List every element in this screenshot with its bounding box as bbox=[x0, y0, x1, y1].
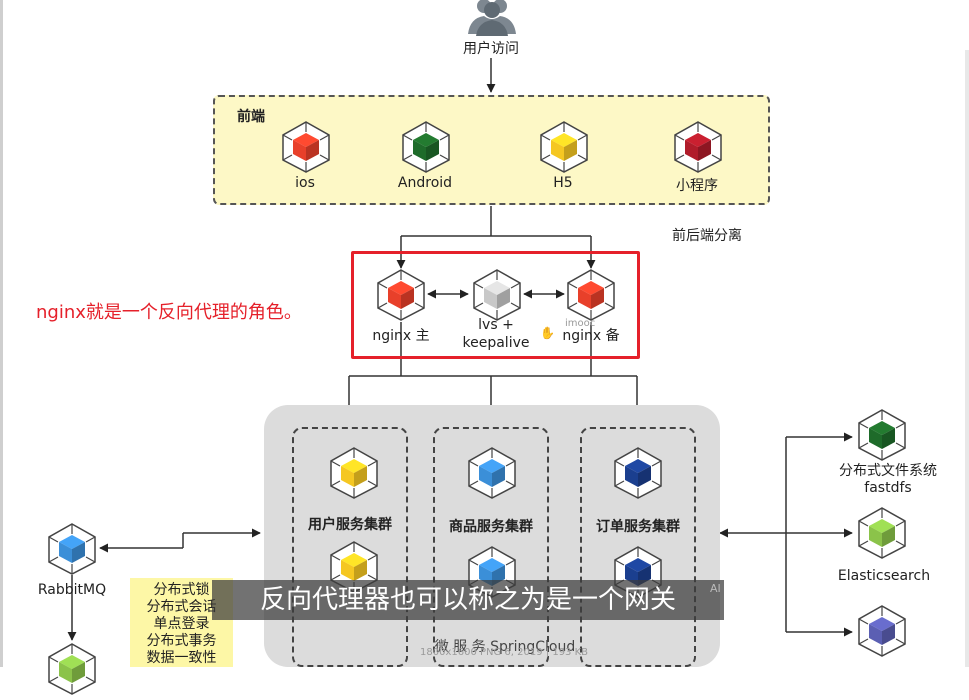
user-service-cube-2-icon bbox=[328, 540, 380, 598]
miniprogram-label: 小程序 bbox=[676, 178, 718, 194]
order-service-cube-icon bbox=[612, 446, 664, 504]
nginx-main-label: nginx 主 bbox=[372, 328, 430, 344]
nginx-backup-cube-icon bbox=[565, 268, 617, 326]
note-line: 单点登录 bbox=[153, 616, 210, 632]
microservice-label: 微 服 务 SpringCloud bbox=[434, 639, 576, 655]
user-access-label: 用户访问 bbox=[463, 41, 519, 57]
product-service-cube-icon bbox=[466, 446, 518, 504]
lvs-cube-icon bbox=[471, 268, 523, 326]
lvs-label: lvs + keepalive bbox=[462, 317, 530, 351]
fastdfs-cube-icon bbox=[856, 408, 908, 466]
ai-watermark: AI bbox=[710, 582, 721, 595]
nginx-main-cube-icon bbox=[375, 268, 427, 326]
video-subtitle: 反向代理器也可以称之为是一个网关 bbox=[212, 580, 724, 620]
ios-cube-icon bbox=[280, 120, 332, 178]
android-cube-icon bbox=[400, 120, 452, 178]
order-service-cluster bbox=[580, 427, 696, 667]
note-line: 数据一致性 bbox=[146, 650, 217, 666]
left-bottom-cube-icon bbox=[46, 642, 98, 700]
product-service-cluster bbox=[433, 427, 549, 667]
product-service-label: 商品服务集群 bbox=[449, 519, 533, 535]
note-line: 分布式锁 bbox=[153, 582, 210, 598]
separation-label: 前后端分离 bbox=[672, 228, 742, 244]
h5-cube-icon bbox=[538, 120, 590, 178]
elasticsearch-label: Elasticsearch bbox=[837, 568, 931, 584]
note-line: 分布式事务 bbox=[146, 633, 217, 649]
right-bottom-cube-icon bbox=[856, 604, 908, 662]
nginx-highlight-box bbox=[351, 251, 640, 359]
user-service-cube-icon bbox=[328, 446, 380, 504]
frontend-title: 前端 bbox=[237, 109, 265, 125]
user-service-cluster bbox=[292, 427, 408, 667]
scrollbar-track[interactable] bbox=[965, 50, 969, 667]
h5-label: H5 bbox=[553, 175, 573, 191]
android-label: Android bbox=[397, 175, 453, 191]
nginx-backup-label: nginx 备 bbox=[562, 328, 620, 344]
fastdfs-label: 分布式文件系统 fastdfs bbox=[839, 463, 937, 496]
hand-cursor-icon: ✋ bbox=[540, 326, 555, 340]
rabbitmq-cube-icon bbox=[46, 522, 98, 580]
image-meta-watermark: 1800x1600 PNG 6, 2019 | 193 KB bbox=[420, 647, 589, 658]
miniprogram-cube-icon bbox=[672, 120, 724, 178]
order-service-label: 订单服务集群 bbox=[596, 519, 680, 535]
user-service-label: 用户服务集群 bbox=[308, 517, 392, 533]
nginx-note: nginx就是一个反向代理的角色。 bbox=[36, 302, 302, 323]
imooc-watermark: imooc bbox=[565, 318, 596, 329]
note-line: 分布式会话 bbox=[146, 599, 217, 615]
rabbitmq-label: RabbitMQ bbox=[37, 582, 107, 598]
ios-label: ios bbox=[295, 175, 315, 191]
users-icon bbox=[468, 0, 516, 36]
left-edge-bar bbox=[0, 0, 3, 667]
elasticsearch-cube-icon bbox=[856, 506, 908, 564]
